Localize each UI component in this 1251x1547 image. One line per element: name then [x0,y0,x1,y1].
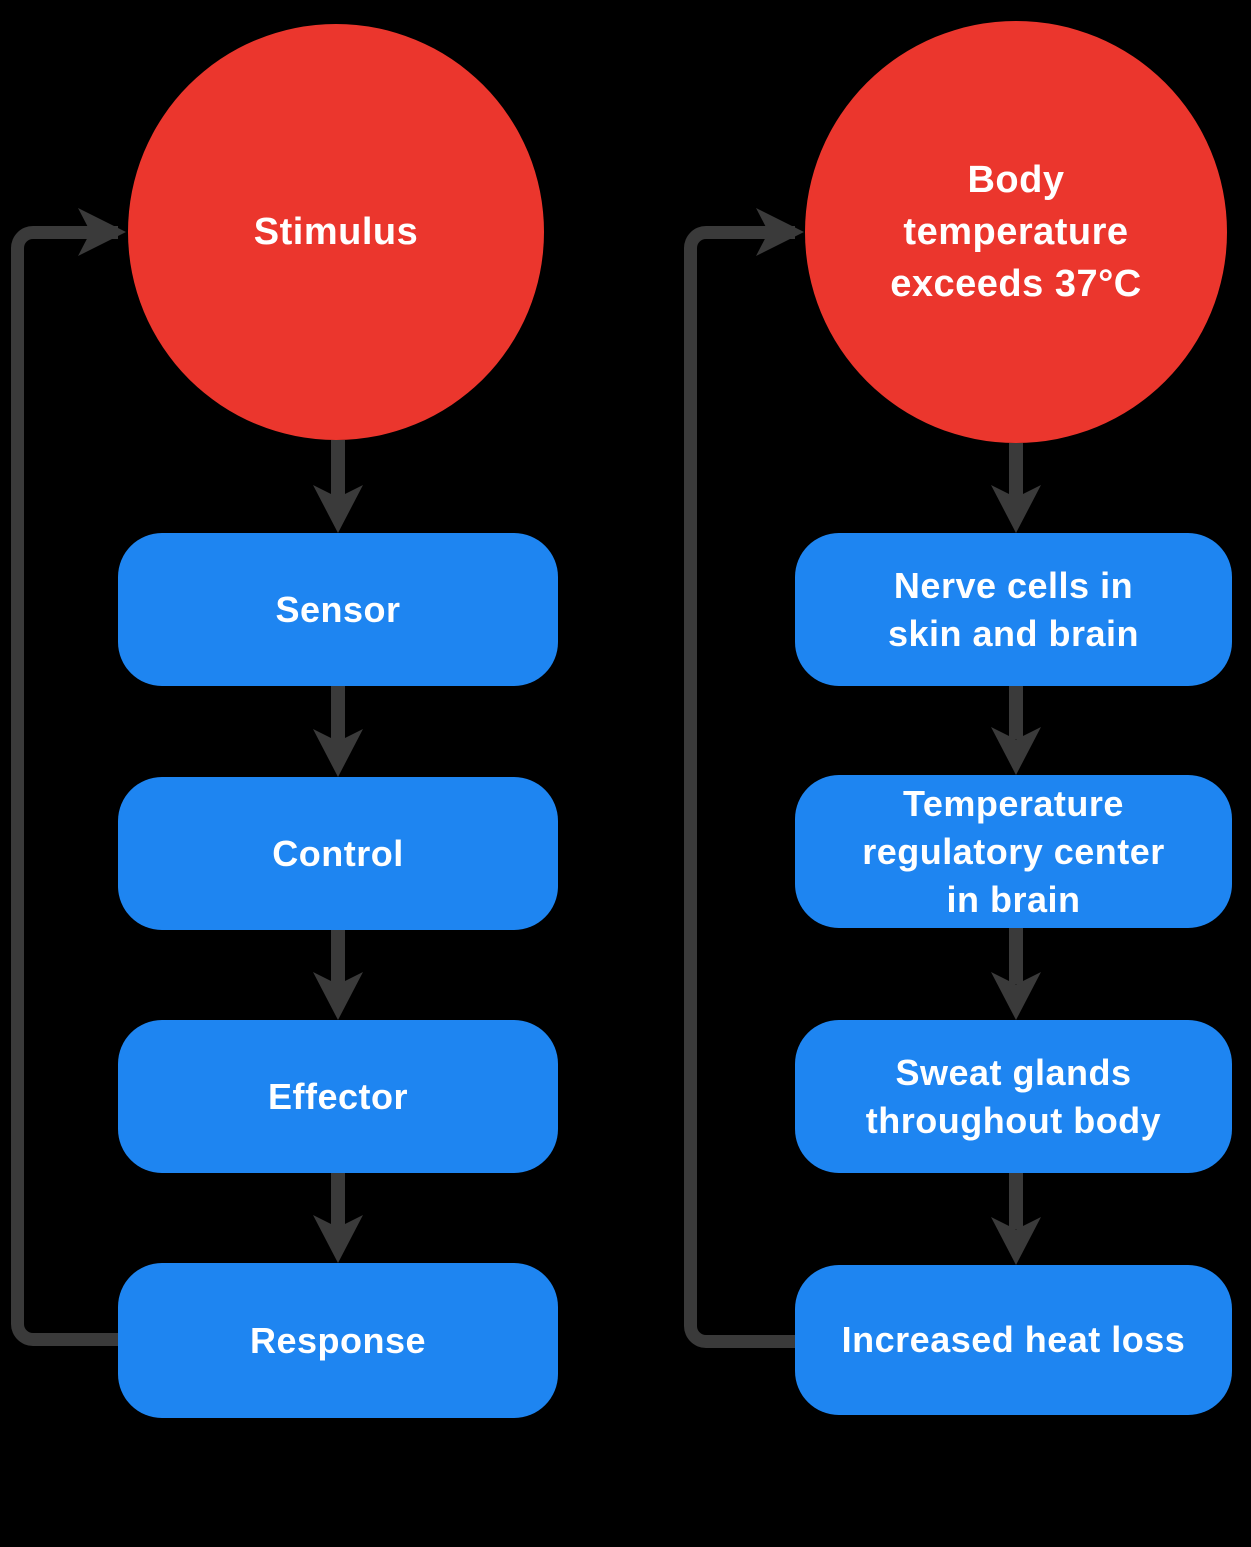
example-step-sweat-glands-label: Sweat glands throughout body [866,1049,1161,1145]
step-line: Control [272,832,404,874]
generic-stimulus-label: Stimulus [254,206,418,258]
example-step-increased-heat-loss-label: Increased heat loss [842,1316,1186,1364]
step-line: Sweat glands [895,1051,1132,1093]
example-stimulus-circle: Body temperature exceeds 37°C [805,21,1227,443]
example-step-temperature-center-label: Temperature regulatory center in brain [862,780,1165,924]
step-line: in brain [946,878,1081,920]
example-stimulus-line: Body [967,159,1065,201]
example-step-sweat-glands: Sweat glands throughout body [795,1020,1232,1173]
example-feedback-loop-line [684,226,795,1348]
step-line: Response [249,1319,427,1361]
generic-feedback-loop-line [11,226,118,1346]
arrow-shaft [1009,1173,1023,1229]
step-line: Nerve cells in [893,564,1134,606]
arrow-shaft [331,686,345,742]
example-stimulus-line: temperature [903,211,1129,253]
step-line: Temperature [903,782,1124,824]
step-line: regulatory center [862,830,1165,872]
generic-step-sensor-label: Sensor [275,586,400,634]
step-line: Effector [267,1075,409,1117]
generic-step-effector: Effector [118,1020,558,1173]
arrow-shaft [331,930,345,986]
arrow-shaft [1009,928,1023,984]
example-step-nerve-cells: Nerve cells in skin and brain [795,533,1232,686]
generic-step-response-label: Response [250,1317,426,1365]
generic-step-control: Control [118,777,558,930]
step-line: throughout body [865,1099,1162,1141]
generic-step-control-label: Control [272,830,403,878]
generic-step-effector-label: Effector [268,1073,408,1121]
arrow-shaft [331,440,345,502]
generic-step-sensor: Sensor [118,533,558,686]
example-stimulus-label: Body temperature exceeds 37°C [890,154,1141,310]
arrow-shaft [1009,686,1023,739]
step-line: skin and brain [887,612,1140,654]
step-line: Increased heat loss [841,1319,1186,1360]
generic-stimulus-circle: Stimulus [128,24,544,440]
arrow-shaft [331,1173,345,1229]
generic-step-response: Response [118,1263,558,1418]
example-step-temperature-center: Temperature regulatory center in brain [795,775,1232,928]
generic-stimulus-line: Stimulus [253,211,419,253]
example-stimulus-line: exceeds 37°C [890,263,1142,305]
step-line: Sensor [275,588,401,630]
example-step-nerve-cells-label: Nerve cells in skin and brain [888,562,1139,658]
arrow-shaft [1009,443,1023,503]
example-step-increased-heat-loss: Increased heat loss [795,1265,1232,1415]
